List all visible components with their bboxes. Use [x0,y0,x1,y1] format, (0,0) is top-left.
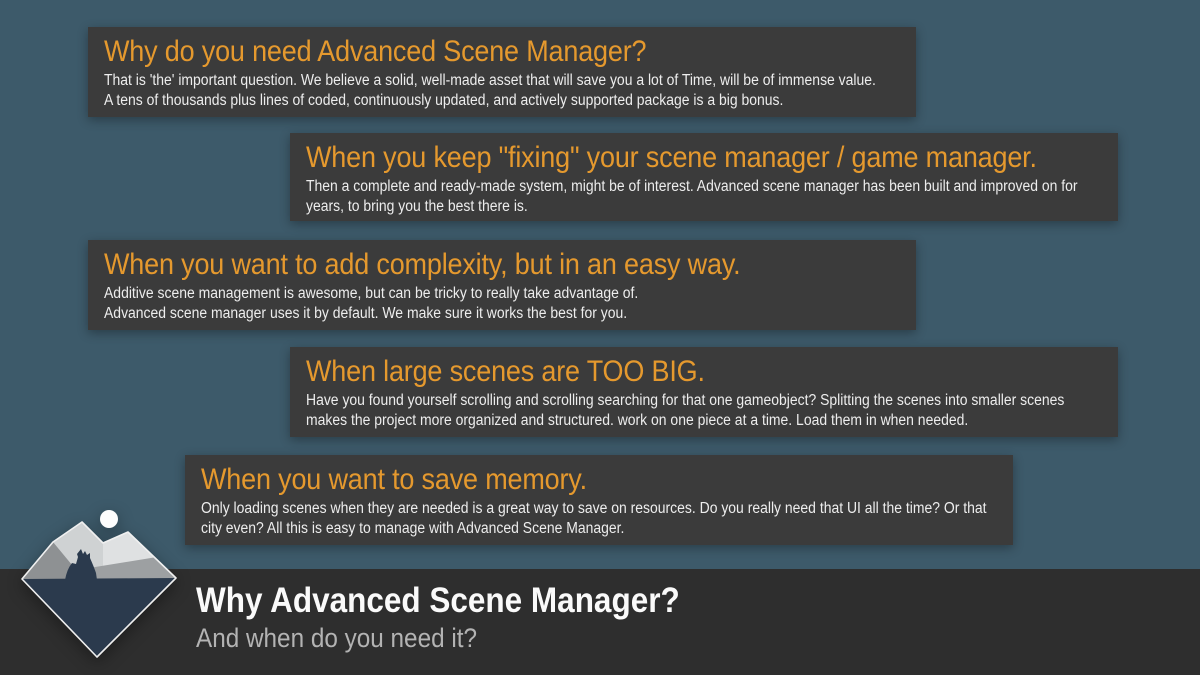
page-subtitle: And when do you need it? [196,623,478,653]
logo-wolf-silhouette [65,549,97,580]
card-heading: When large scenes are TOO BIG. [306,355,705,388]
card-body: That is 'the' important question. We bel… [104,72,876,109]
page-title: Why Advanced Scene Manager? [196,581,680,620]
card-body: Additive scene management is awesome, bu… [104,285,639,322]
card-heading: When you want to save memory. [201,463,587,496]
card-body: Then a complete and ready-made system, m… [306,178,1078,215]
mountain-wolf-logo-icon [21,510,177,658]
footer-bar: Why Advanced Scene Manager? And when do … [0,569,1200,675]
info-card-save-memory: When you want to save memory. Only loadi… [185,455,1013,545]
card-body: Only loading scenes when they are needed… [201,500,987,537]
card-heading: When you keep "fixing" your scene manage… [306,141,1037,174]
card-body: Have you found yourself scrolling and sc… [306,392,1065,429]
card-heading: When you want to add complexity, but in … [104,248,741,281]
card-heading: Why do you need Advanced Scene Manager? [104,35,647,68]
logo-lake [22,578,176,657]
logo-moon-icon [100,510,118,528]
logo-left-gray-peak [22,542,77,580]
info-card-why-need: Why do you need Advanced Scene Manager? … [88,27,916,117]
info-card-fixing: When you keep "fixing" your scene manage… [290,133,1118,221]
info-card-complexity: When you want to add complexity, but in … [88,240,916,330]
info-card-too-big: When large scenes are TOO BIG. Have you … [290,347,1118,437]
logo-outline [21,521,177,658]
